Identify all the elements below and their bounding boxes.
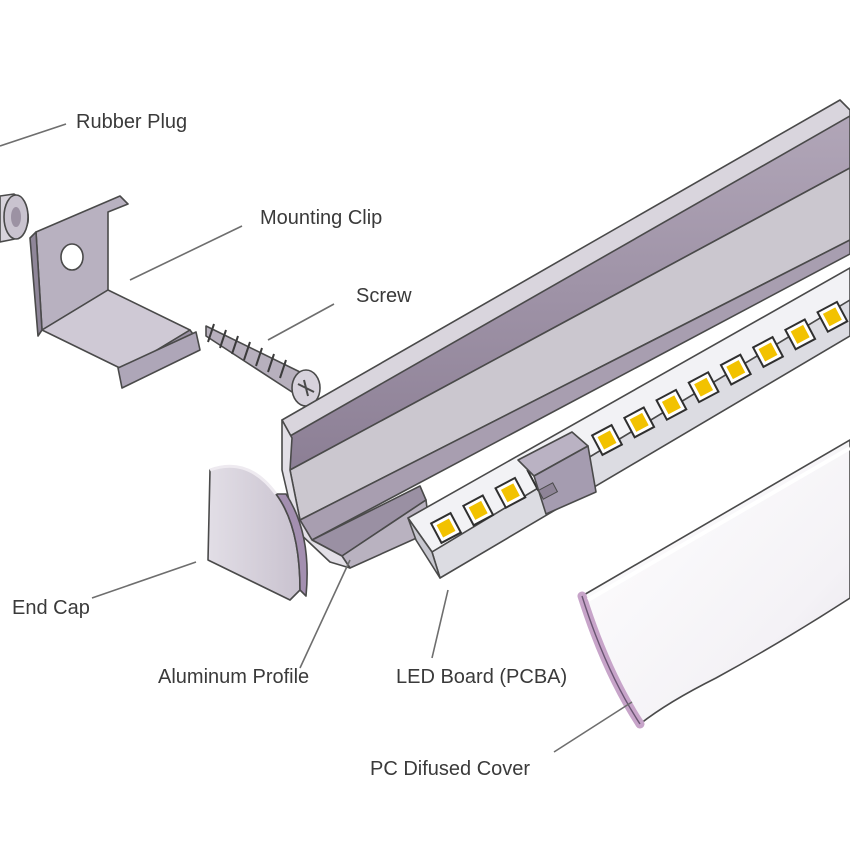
led-chip-phosphor <box>597 430 617 450</box>
led-chip-phosphor <box>661 395 681 415</box>
led-chip-phosphor <box>790 324 810 344</box>
label-pc-diffused-cover: PC Difused Cover <box>370 758 530 780</box>
mounting-clip <box>29 195 201 389</box>
rubber-plug <box>0 193 30 243</box>
pc-diffused-cover <box>577 439 850 729</box>
label-mounting-clip: Mounting Clip <box>260 207 382 229</box>
led-chip-phosphor <box>726 360 746 380</box>
label-led-board: LED Board (PCBA) <box>396 666 567 688</box>
led-chip-phosphor <box>436 518 456 538</box>
aluminum-profile <box>281 99 850 569</box>
label-screw: Screw <box>356 285 412 307</box>
label-rubber-plug: Rubber Plug <box>76 111 187 133</box>
led-chip-phosphor <box>629 412 649 432</box>
led-chip-phosphor <box>468 500 488 520</box>
leader-lines <box>0 123 633 753</box>
led-chip-phosphor <box>822 307 842 327</box>
end-cap <box>207 464 308 601</box>
led-chip-phosphor <box>758 342 778 362</box>
led-board-connector <box>517 431 597 515</box>
screw <box>205 323 321 407</box>
led-chip-phosphor <box>694 377 714 397</box>
label-end-cap: End Cap <box>12 597 90 619</box>
label-aluminum-profile: Aluminum Profile <box>158 666 309 688</box>
led-chip-phosphor <box>500 483 520 503</box>
